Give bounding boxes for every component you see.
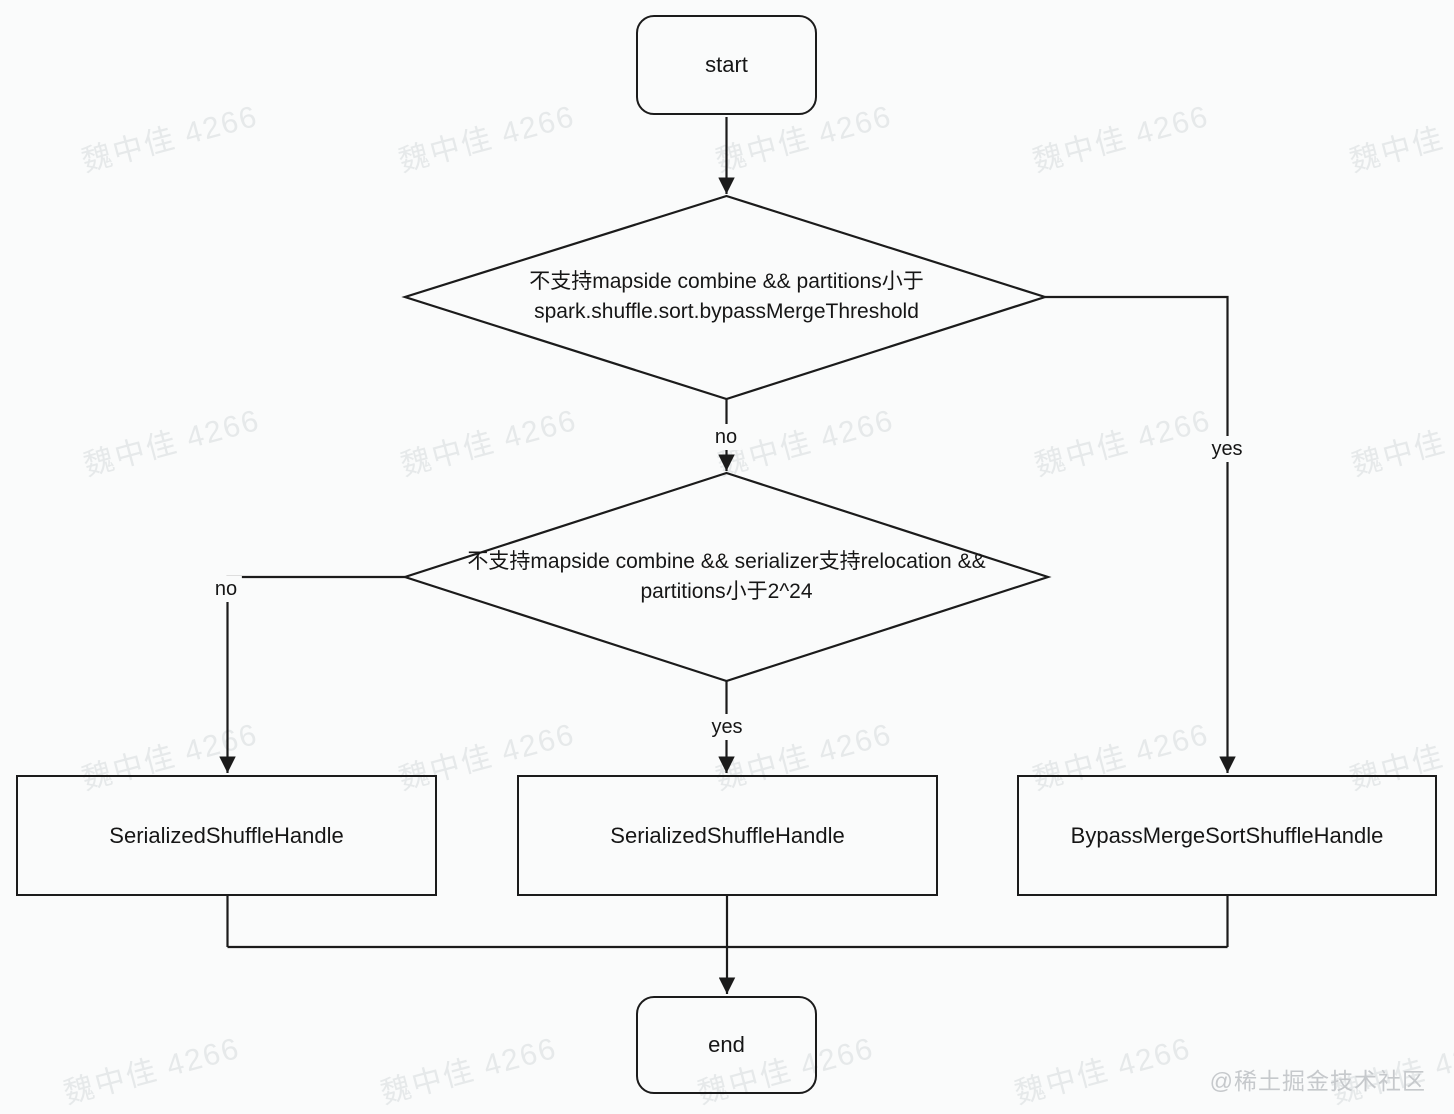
decision2-text: 不支持mapside combine && serializer支持reloca…	[410, 547, 1043, 607]
community-credit: @稀土掘金技术社区	[1209, 1068, 1426, 1094]
end-node: end	[636, 996, 817, 1094]
edge-decision1-yes	[1045, 295, 1236, 773]
result-left-label: SerializedShuffleHandle	[109, 822, 344, 848]
decision2-line2: partitions小于2^24	[640, 580, 813, 603]
start-label: start	[705, 52, 748, 77]
edge-decision2-no	[219, 575, 405, 773]
decision1-no-label: no	[709, 424, 743, 450]
result-middle-node: SerializedShuffleHandle	[517, 775, 938, 896]
decision1-line2: spark.shuffle.sort.bypassMergeThreshold	[534, 300, 919, 323]
decision2-line1: 不支持mapside combine && serializer支持reloca…	[467, 550, 986, 573]
result-middle-label: SerializedShuffleHandle	[610, 822, 845, 848]
end-label: end	[708, 1032, 745, 1057]
decision2-no-label: no	[209, 576, 243, 602]
decision1-line1: 不支持mapside combine && partitions小于	[529, 270, 924, 293]
result-right-label: BypassMergeSortShuffleHandle	[1070, 822, 1384, 848]
start-node: start	[636, 15, 817, 115]
result-right-node: BypassMergeSortShuffleHandle	[1017, 775, 1437, 896]
decision1-yes-label: yes	[1206, 436, 1248, 462]
decision1-text: 不支持mapside combine && partitions小于 spark…	[420, 267, 1033, 327]
result-left-node: SerializedShuffleHandle	[16, 775, 437, 896]
decision2-yes-label: yes	[706, 714, 748, 740]
